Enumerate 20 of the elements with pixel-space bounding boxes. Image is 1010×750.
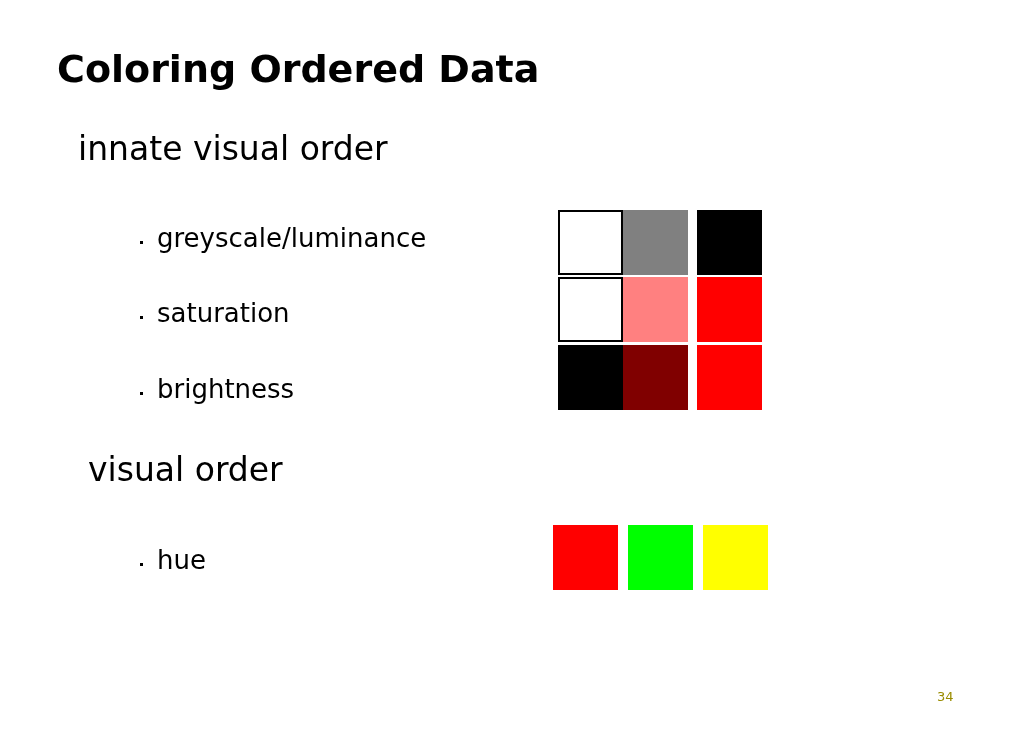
color-swatch	[623, 345, 688, 410]
bullet-text: hue	[157, 546, 206, 576]
bullet-text: greyscale/luminance	[157, 224, 427, 254]
slide-title: Coloring Ordered Data	[57, 48, 540, 92]
section-heading: visual order	[88, 451, 283, 489]
page-number: 34	[937, 690, 954, 705]
bullet-text: brightness	[157, 375, 295, 405]
color-swatch	[558, 345, 623, 410]
color-swatch	[553, 525, 618, 590]
color-swatch	[558, 210, 623, 275]
color-swatch	[623, 277, 688, 342]
color-swatch	[697, 210, 762, 275]
color-swatch	[628, 525, 693, 590]
color-swatch	[558, 277, 623, 342]
section-heading: innate visual order	[78, 130, 388, 168]
color-swatch	[697, 345, 762, 410]
color-swatch	[623, 210, 688, 275]
color-swatch	[703, 525, 768, 590]
bullet-text: saturation	[157, 299, 290, 329]
color-swatch	[697, 277, 762, 342]
